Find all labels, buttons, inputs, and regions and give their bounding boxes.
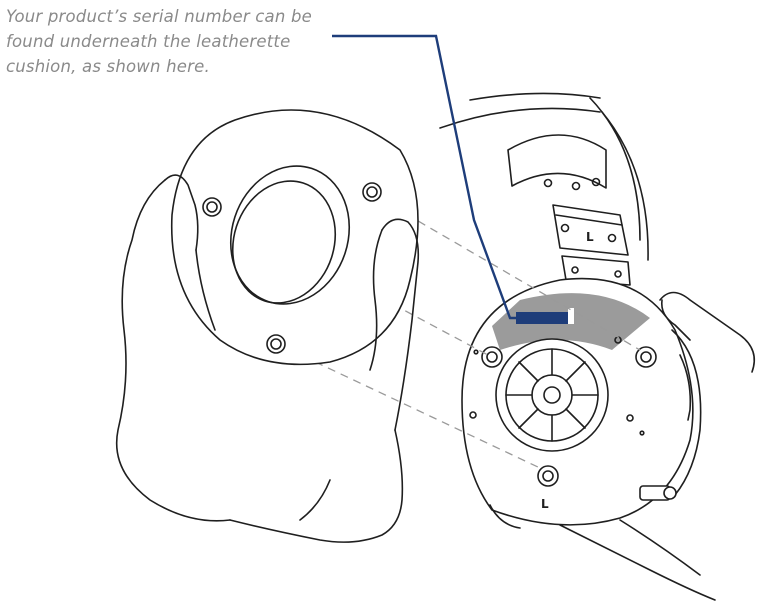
instruction-caption: Your product’s serial number can be foun… bbox=[6, 4, 336, 79]
caption-line-3: cushion, as shown here. bbox=[6, 57, 210, 76]
earcup-side-label: L bbox=[541, 497, 549, 511]
mounting-pegs bbox=[469, 336, 657, 487]
left-hand bbox=[115, 174, 420, 543]
alignment-guides bbox=[219, 199, 641, 469]
callout-line bbox=[332, 34, 520, 320]
hinge-side-label: L bbox=[586, 230, 594, 244]
caption-line-2: found underneath the leatherette bbox=[6, 32, 291, 51]
label-edge bbox=[568, 308, 574, 324]
caption-line-1: Your product’s serial number can be bbox=[6, 7, 312, 26]
hinge-yoke: L bbox=[507, 134, 631, 286]
earcup: L bbox=[461, 277, 702, 529]
right-hand bbox=[559, 291, 756, 601]
driver-grille bbox=[495, 338, 609, 452]
serial-number-label bbox=[516, 312, 568, 324]
cushion bbox=[170, 109, 419, 366]
headband bbox=[439, 92, 649, 261]
